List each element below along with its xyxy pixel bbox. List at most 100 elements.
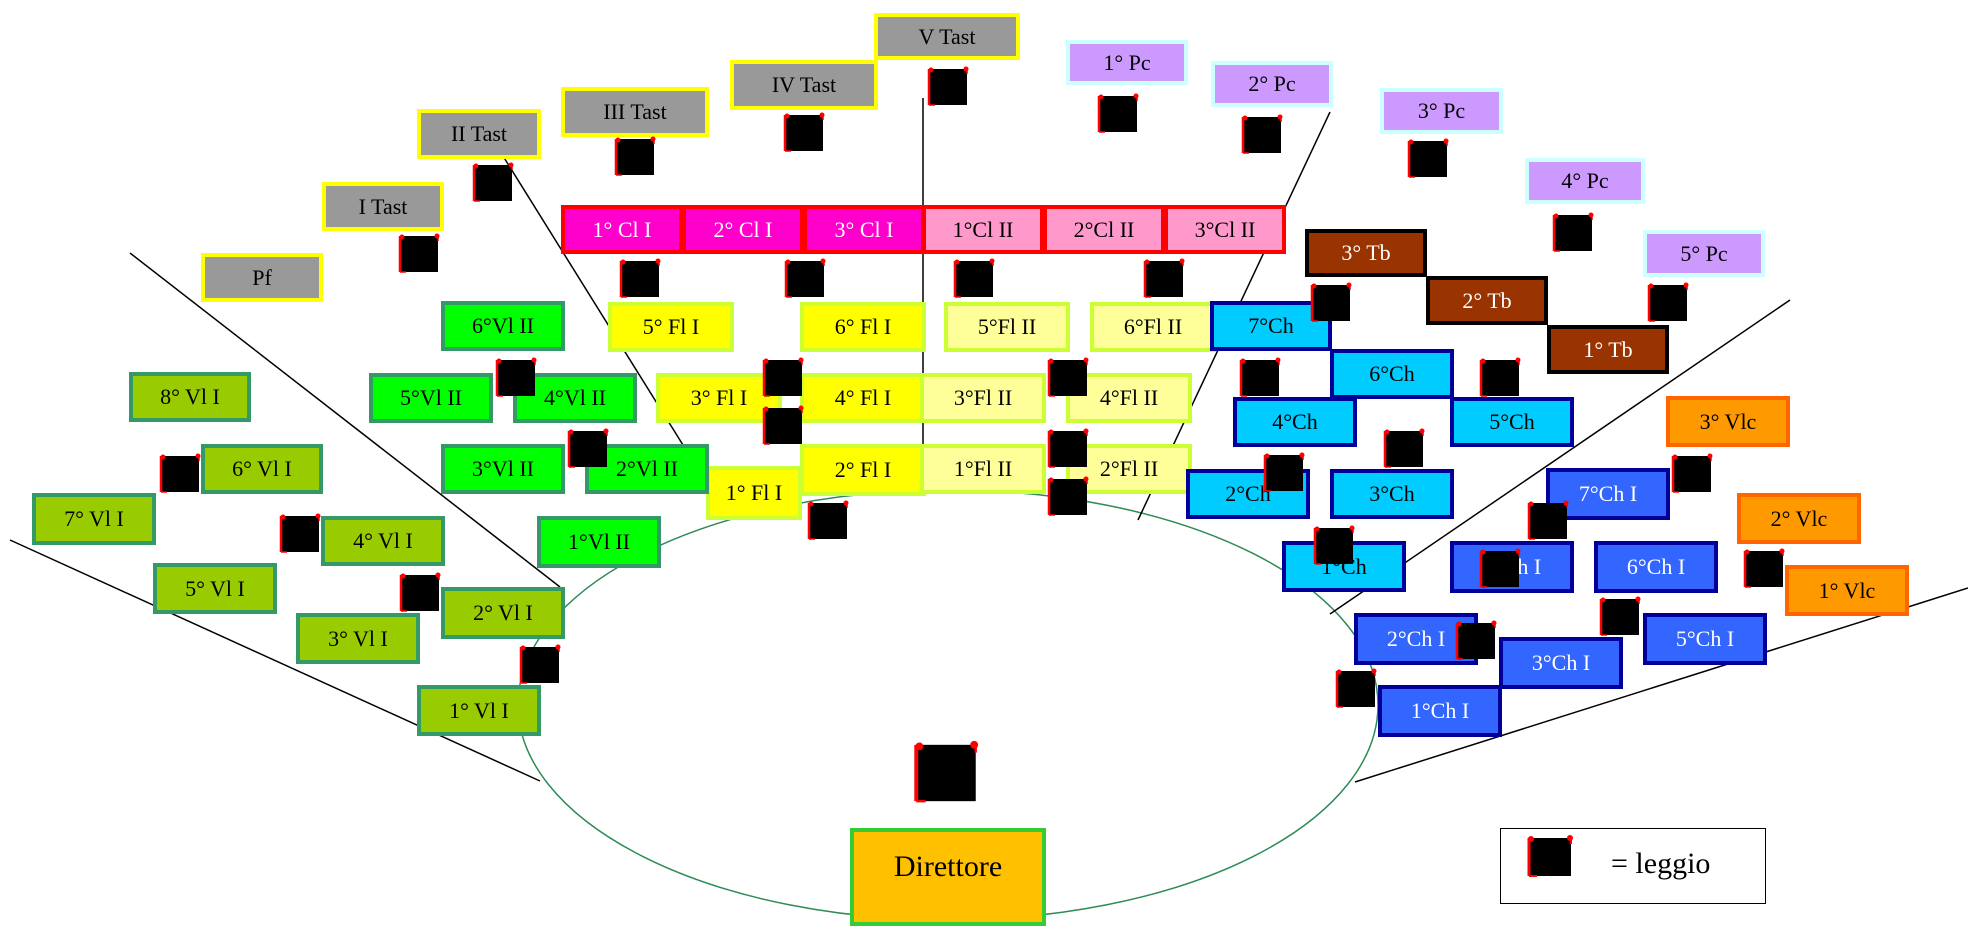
music-stand-icon [1045,428,1091,475]
section-divider-line [1329,299,1791,615]
seat-keyboard: I Tast [322,182,444,231]
seat-guitar-1: 5°Ch I [1643,613,1767,665]
seat-percussion: 2° Pc [1211,61,1333,107]
section-divider-line [502,155,684,446]
seat-violin-2: 1°Vl II [537,516,661,568]
seat-guitar-1: 1°Ch I [1378,685,1502,737]
music-stand-icon [1550,212,1596,259]
music-stand-icon [1308,282,1354,329]
music-stand-icon [1239,114,1285,161]
legend-label: = leggio [1611,847,1711,880]
music-stand-icon [1525,500,1571,547]
music-stand-icon [1237,357,1283,404]
music-stand-icon [1453,620,1499,667]
seat-violin-2: 3°Vl II [441,444,565,494]
seat-percussion: 4° Pc [1525,158,1645,204]
seat-cello: 2° Vlc [1737,493,1861,544]
legend-box: = leggio [1500,828,1766,904]
seat-violin-1: 2° Vl I [441,587,565,639]
seat-flute-1: 1° Fl I [706,466,802,520]
seat-clarinet-1: 1° Cl I [561,205,683,254]
seat-guitar-1: 6°Ch I [1594,541,1718,593]
seat-trombone: 2° Tb [1426,276,1548,325]
music-stand-icon [470,162,516,209]
seat-clarinet-1: 3° Cl I [803,205,925,254]
music-stand-icon [1477,357,1523,404]
section-divider-line [1354,587,1968,783]
seat-violin-1: 7° Vl I [32,493,156,545]
music-stand-icon [396,233,442,280]
seat-violin-2: 5°Vl II [369,373,493,423]
seat-keyboard: V Tast [874,13,1020,60]
music-stand-icon [565,428,611,475]
seat-guitar-2: 5°Ch [1450,397,1574,447]
seat-flute-1: 3° Fl I [656,373,782,423]
section-divider-line [129,252,561,588]
music-stand-icon [1381,428,1427,475]
seat-keyboard: II Tast [417,109,541,159]
music-stand-icon [925,66,971,113]
seat-violin-1: 6° Vl I [201,444,323,494]
seat-flute-1: 4° Fl I [800,373,926,423]
music-stand-icon [951,258,997,305]
music-stand-icon [1333,668,1379,715]
seat-keyboard: Pf [201,253,323,302]
music-stand-icon [1095,93,1141,140]
seat-flute-2: 3°Fl II [920,373,1046,423]
music-stand-icon [1261,452,1307,499]
seat-percussion: 1° Pc [1066,40,1188,85]
seat-guitar-2: 6°Ch [1330,349,1454,399]
seat-keyboard: III Tast [561,87,709,137]
music-stand-icon [493,357,539,404]
seat-violin-1: 8° Vl I [129,372,251,422]
seat-violin-1: 4° Vl I [321,516,445,566]
music-stand-icon [760,405,806,452]
seat-guitar-2: 3°Ch [1330,469,1454,519]
music-stand-icon [1523,835,1575,884]
music-stand-icon [1405,138,1451,185]
music-stand-icon [1669,453,1715,500]
music-stand-icon [781,112,827,159]
seat-flute-1: 5° Fl I [608,302,734,352]
music-stand-icon [760,357,806,404]
seat-clarinet-2: 3°Cl II [1164,205,1286,254]
music-stand-icon [1645,282,1691,329]
seat-flute-2: 6°Fl II [1090,302,1216,352]
seat-trombone: 3° Tb [1305,229,1427,277]
music-stand-icon [1045,357,1091,404]
music-stand-icon [157,453,203,500]
music-stand-icon [1311,525,1357,572]
seat-flute-1: 2° Fl I [800,444,926,496]
music-stand-icon [1477,548,1523,595]
music-stand-icon [1045,476,1091,523]
seat-clarinet-1: 2° Cl I [682,205,804,254]
seat-violin-2: 6°Vl II [441,301,565,351]
seat-clarinet-2: 2°Cl II [1043,205,1165,254]
seat-violin-1: 3° Vl I [296,613,420,664]
seat-percussion: 3° Pc [1380,88,1503,134]
director-stand-icon [910,740,982,811]
seat-guitar-2: 4°Ch [1233,397,1357,447]
seat-violin-1: 5° Vl I [153,563,277,614]
music-stand-icon [1741,548,1787,595]
music-stand-icon [1141,258,1187,305]
seat-trombone: 1° Tb [1547,325,1669,374]
seat-cello: 3° Vlc [1666,396,1790,447]
music-stand-icon [617,258,663,305]
seat-keyboard: IV Tast [730,60,878,110]
seat-violin-1: 1° Vl I [417,685,541,736]
seat-flute-2: 5°Fl II [944,302,1070,352]
seat-guitar-1: 3°Ch I [1499,637,1623,689]
music-stand-icon [612,136,658,183]
music-stand-icon [517,644,563,691]
seat-clarinet-2: 1°Cl II [922,205,1044,254]
music-stand-icon [1597,596,1643,643]
seat-cello: 1° Vlc [1785,565,1909,616]
music-stand-icon [805,500,851,547]
section-divider-line [9,539,541,782]
seat-flute-2: 1°Fl II [920,444,1046,494]
director-podium: Direttore [850,828,1046,926]
music-stand-icon [277,513,323,560]
seat-flute-1: 6° Fl I [800,302,926,352]
